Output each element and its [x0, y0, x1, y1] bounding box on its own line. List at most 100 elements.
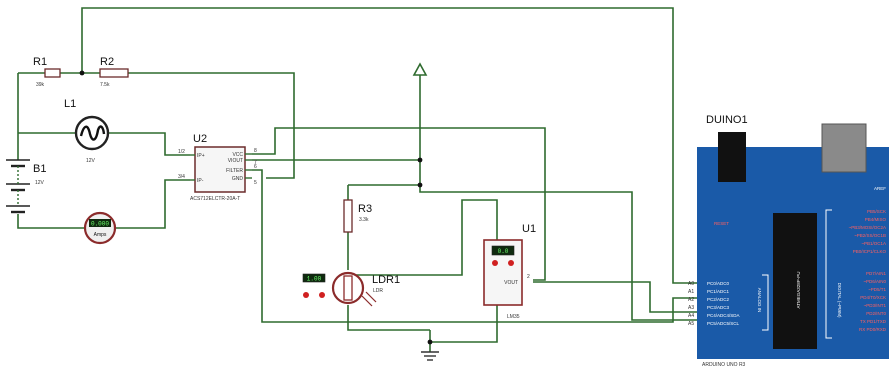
ldr-display-panel[interactable]: 1.00	[300, 270, 328, 302]
svg-text:PD7/AIN1: PD7/AIN1	[866, 271, 887, 276]
resistor-r3[interactable]: R3 3.3k	[343, 199, 372, 233]
arduino-pin-reset: RESET	[714, 221, 729, 226]
ammeter-display: 0.000	[91, 221, 109, 228]
wire-u2-vcc	[252, 127, 546, 281]
svg-text:~PD6/AIN0: ~PD6/AIN0	[863, 279, 886, 284]
b1-label: B1	[33, 163, 46, 175]
ground-icon	[421, 351, 439, 361]
u1-pinnum-vout: 2	[527, 274, 530, 280]
arduino-pin-a2: PC2/ADC2	[707, 297, 730, 302]
wire-top-to-arduino-a0	[81, 7, 697, 284]
arduino-pinnum-a5: A5	[688, 321, 694, 327]
junction-dots	[79, 70, 433, 345]
u2-part: ACS712ELCTR-20A-T	[190, 196, 240, 202]
l1-label: L1	[64, 98, 76, 110]
u2-pinnum-ip-plus: 1/2	[178, 149, 185, 155]
arduino-label: DUINO1	[706, 114, 748, 126]
arduino-pin-a1: PC1/ADC1	[707, 289, 730, 294]
wire-r2-to-u2-gnd	[128, 72, 295, 179]
r2-label: R2	[100, 56, 114, 68]
u1-part: LM35	[507, 314, 520, 320]
u2-pin-gnd: GND	[232, 176, 244, 182]
lamp-l1[interactable]: L1 12V	[64, 98, 110, 164]
chip-u2[interactable]: U2 IP+ IP- VCC VIOUT FILTER GND 1/2 3/4 …	[178, 133, 257, 202]
arduino-chip-label: ATMEGA328P-PU	[796, 272, 801, 309]
arduino-pinnum-a4: A4	[688, 313, 694, 319]
ammeter[interactable]: 0.000 Amps	[83, 211, 117, 245]
battery-b1[interactable]: B1 12V	[6, 159, 46, 214]
resistor-r2[interactable]: R2 7.5k	[99, 56, 129, 88]
svg-text:PB5/SCK: PB5/SCK	[867, 209, 886, 214]
wire-supply-branch	[348, 184, 697, 321]
wire-lamp-to-u2	[108, 132, 190, 156]
arduino-pin-a3: PC3/ADC3	[707, 305, 730, 310]
svg-text:~PD3/INT1: ~PD3/INT1	[864, 303, 887, 308]
arduino-duino1[interactable]: DUINO1 ATMEGA328P-PU RESET PC0/ADC0 PC1/…	[688, 114, 889, 368]
ldr-button-up-icon[interactable]	[319, 292, 325, 298]
u1-display: 0.0	[498, 248, 509, 255]
u2-pinnum-vcc: 8	[254, 148, 257, 154]
u2-pinnum-filter: 6	[254, 164, 257, 170]
arduino-analog-in-label: ANALOG IN	[757, 288, 762, 313]
r1-value: 39k	[36, 82, 45, 88]
u2-pin-ip-minus: IP-	[197, 178, 204, 184]
arduino-digital-label: DIGITAL (~PWM)	[837, 283, 842, 318]
wire-left-lower	[17, 214, 85, 229]
svg-text:TX PD1/TXD: TX PD1/TXD	[860, 319, 887, 324]
u2-pin-ip-plus: IP+	[197, 153, 205, 159]
arduino-pin-a4: PC4/ADC4/SDA	[707, 313, 740, 318]
wires	[17, 7, 697, 352]
power-terminal-icon	[412, 62, 428, 76]
svg-text:RX PD0/RXD: RX PD0/RXD	[859, 327, 887, 332]
arduino-pinnum-a2: A2	[688, 297, 694, 303]
ldr-label: LDR1	[372, 274, 400, 286]
b1-value: 12V	[35, 180, 45, 186]
atmega-chip-icon	[773, 213, 817, 349]
r3-label: R3	[358, 203, 372, 215]
arduino-pinnum-a0: A0	[688, 281, 694, 287]
arduino-right-pin-labels: AREF PB5/SCK PB4/MISO ~PB3/MOSI/OC2A ~PB…	[849, 186, 887, 332]
svg-text:PD4/T0/XCK: PD4/T0/XCK	[860, 295, 886, 300]
wire-lm35-gnd	[430, 305, 498, 343]
u2-pinnum-viout: 7	[254, 160, 257, 166]
arduino-pinnum-a1: A1	[688, 289, 694, 295]
u2-label: U2	[193, 133, 207, 145]
usb-connector-icon	[821, 123, 867, 173]
r2-value: 7.5k	[100, 82, 110, 88]
u2-pin-filter: FILTER	[226, 168, 243, 174]
arduino-pin-a0: PC0/ADC0	[707, 281, 730, 286]
u1-button-up-icon[interactable]	[508, 260, 514, 266]
wire-lm35-top	[348, 199, 498, 276]
resistor-r1[interactable]: R1 39k	[33, 56, 61, 88]
ldr-ldr1[interactable]: LDR1 LDR	[331, 271, 400, 307]
ldr-button-down-icon[interactable]	[303, 292, 309, 298]
u1-button-down-icon[interactable]	[492, 260, 498, 266]
ldr-display-value: 1.00	[307, 276, 322, 283]
svg-text:PB0/ICP1/CLKO: PB0/ICP1/CLKO	[853, 249, 887, 254]
r1-label: R1	[33, 56, 47, 68]
svg-text:~PB2/SS/OC1B: ~PB2/SS/OC1B	[854, 233, 886, 238]
arduino-model: ARDUINO UNO R3	[702, 362, 746, 368]
svg-text:~PB3/MOSI/OC2A: ~PB3/MOSI/OC2A	[849, 225, 886, 230]
u1-pin-vout: VOUT	[504, 280, 518, 286]
svg-text:PD2/INT0: PD2/INT0	[866, 311, 886, 316]
arduino-pinnum-a3: A3	[688, 305, 694, 311]
wire-ldr-bottom	[347, 305, 430, 331]
power-jack-icon	[718, 132, 746, 182]
ammeter-unit: Amps	[94, 232, 107, 238]
svg-text:PB4/MISO: PB4/MISO	[865, 217, 887, 222]
u2-pin-viout: VIOUT	[228, 158, 243, 164]
svg-text:~PB1/OC1A: ~PB1/OC1A	[861, 241, 886, 246]
u2-pinnum-ip-minus: 3/4	[178, 174, 185, 180]
ldr-type: LDR	[373, 288, 383, 294]
u1-label: U1	[522, 223, 536, 235]
sensor-u1[interactable]: U1 0.0 VOUT 2 LM35	[483, 223, 536, 320]
arduino-pin-a5: PC5/ADC5/SCL	[707, 321, 740, 326]
r3-value: 3.3k	[359, 217, 369, 223]
svg-text:AREF: AREF	[874, 186, 886, 191]
wire-ammeter-to-u2	[115, 179, 190, 229]
u2-pin-vcc: VCC	[232, 152, 243, 158]
l1-value: 12V	[86, 158, 96, 164]
u2-pinnum-gnd: 5	[254, 180, 257, 186]
wire-lm35-vout	[533, 281, 697, 313]
